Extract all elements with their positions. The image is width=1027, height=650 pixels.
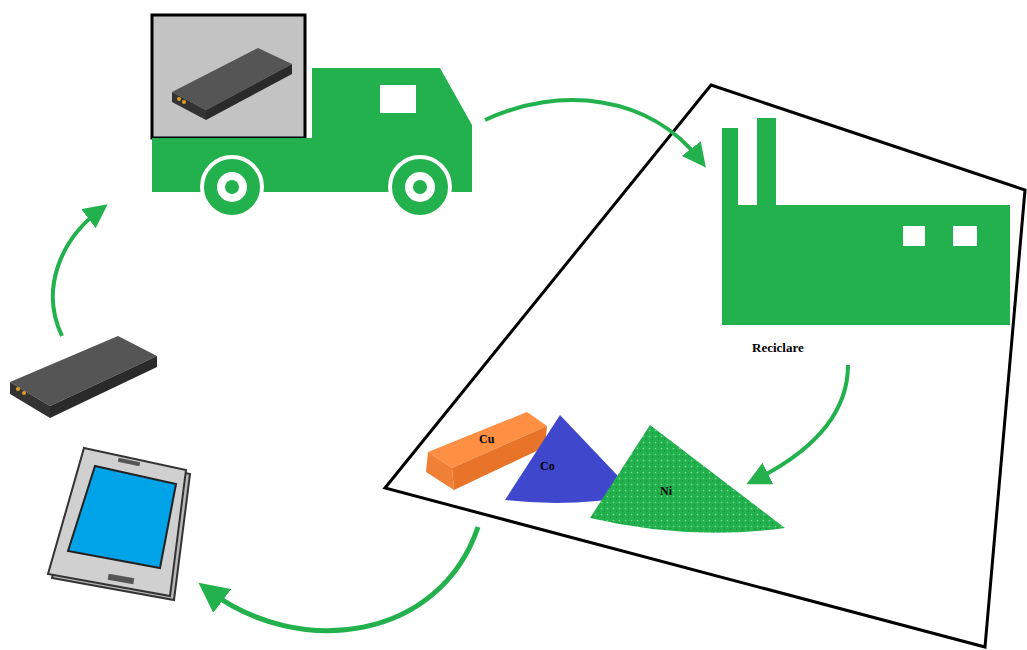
recycling-region — [385, 85, 1025, 647]
nickel-pile: Ni — [588, 423, 755, 533]
nickel-pile-shape — [588, 423, 755, 533]
node-label: Co — [540, 460, 555, 473]
truck — [152, 15, 472, 217]
node-label: Reciclare — [752, 341, 804, 355]
cycle-arrow — [485, 100, 700, 160]
factory: Reciclare — [718, 115, 1014, 365]
cycle-arrow — [208, 527, 478, 631]
tablet — [48, 448, 190, 600]
cycle-arrow — [53, 210, 100, 336]
flow-arrow — [755, 365, 848, 480]
node-label: Cu — [479, 433, 494, 446]
factory-shape — [718, 115, 1014, 365]
battery — [10, 336, 157, 418]
node-label: Ni — [660, 485, 672, 498]
